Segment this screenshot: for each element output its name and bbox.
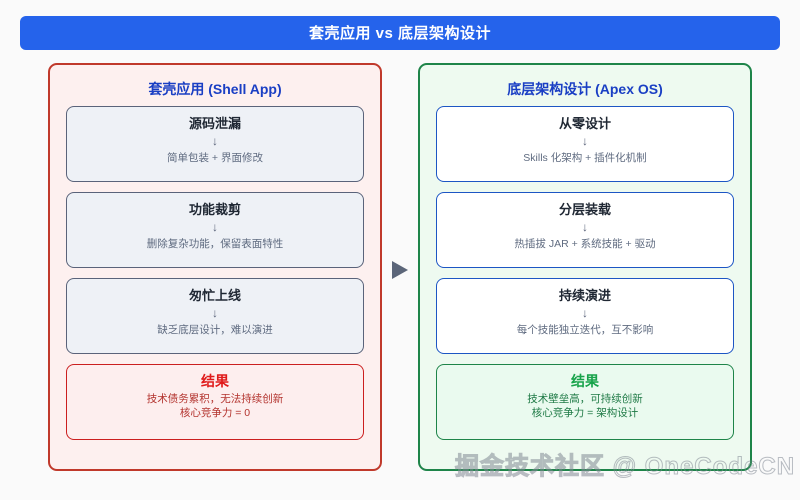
arrow-down-icon: ↓: [212, 220, 218, 235]
panel-header-shell-app: 套壳应用 (Shell App): [148, 81, 282, 97]
flow-card: 从零设计 ↓ Skills 化架构 + 插件化机制: [436, 106, 734, 182]
result-line: 技术壁垒高，可持续创新: [527, 393, 643, 406]
flow-card-title: 从零设计: [558, 116, 611, 131]
panel-header-apex-os: 底层架构设计 (Apex OS): [507, 81, 663, 97]
result-box-apex-os: 结果 技术壁垒高，可持续创新 核心竞争力 = 架构设计: [436, 364, 734, 440]
result-title: 结果: [571, 373, 599, 389]
flow-card-desc: 每个技能独立迭代，互不影响: [516, 324, 654, 337]
flow-card: 分层装载 ↓ 热插拔 JAR + 系统技能 + 驱动: [436, 192, 734, 268]
result-line: 核心竞争力 = 0: [179, 407, 251, 420]
arrow-down-icon: ↓: [212, 134, 218, 149]
arrow-down-icon: ↓: [212, 306, 218, 321]
flow-card: 功能裁剪 ↓ 删除复杂功能，保留表面特性: [66, 192, 364, 268]
result-line: 技术债务累积，无法持续创新: [146, 393, 284, 406]
flow-card-title: 持续演进: [558, 288, 611, 303]
page-title: 套壳应用 vs 底层架构设计: [308, 24, 492, 42]
flow-card-desc: 删除复杂功能，保留表面特性: [146, 238, 284, 251]
triangle-right-icon: [392, 261, 408, 279]
result-box-shell-app: 结果 技术债务累积，无法持续创新 核心竞争力 = 0: [66, 364, 364, 440]
flow-card-desc: 热插拔 JAR + 系统技能 + 驱动: [514, 238, 656, 251]
flow-card: 源码泄漏 ↓ 简单包装 + 界面修改: [66, 106, 364, 182]
result-title: 结果: [201, 373, 229, 389]
panel-apex-os: 底层架构设计 (Apex OS) 从零设计 ↓ Skills 化架构 + 插件化…: [418, 63, 752, 471]
flow-card-desc: Skills 化架构 + 插件化机制: [523, 152, 647, 165]
flow-card-title: 源码泄漏: [188, 116, 241, 131]
flow-card-title: 功能裁剪: [188, 202, 241, 217]
flow-card-desc: 缺乏底层设计，难以演进: [157, 324, 273, 337]
flow-card: 匆忙上线 ↓ 缺乏底层设计，难以演进: [66, 278, 364, 354]
arrow-down-icon: ↓: [582, 306, 588, 321]
flow-card-title: 分层装载: [558, 202, 611, 217]
flow-card-desc: 简单包装 + 界面修改: [167, 152, 263, 165]
flow-card: 持续演进 ↓ 每个技能独立迭代，互不影响: [436, 278, 734, 354]
flow-card-title: 匆忙上线: [188, 288, 241, 303]
arrow-down-icon: ↓: [582, 134, 588, 149]
panel-shell-app: 套壳应用 (Shell App) 源码泄漏 ↓ 简单包装 + 界面修改 功能裁剪…: [48, 63, 382, 471]
diagram-title-bar: 套壳应用 vs 底层架构设计: [20, 16, 780, 50]
arrow-down-icon: ↓: [582, 220, 588, 235]
result-line: 核心竞争力 = 架构设计: [531, 407, 639, 420]
